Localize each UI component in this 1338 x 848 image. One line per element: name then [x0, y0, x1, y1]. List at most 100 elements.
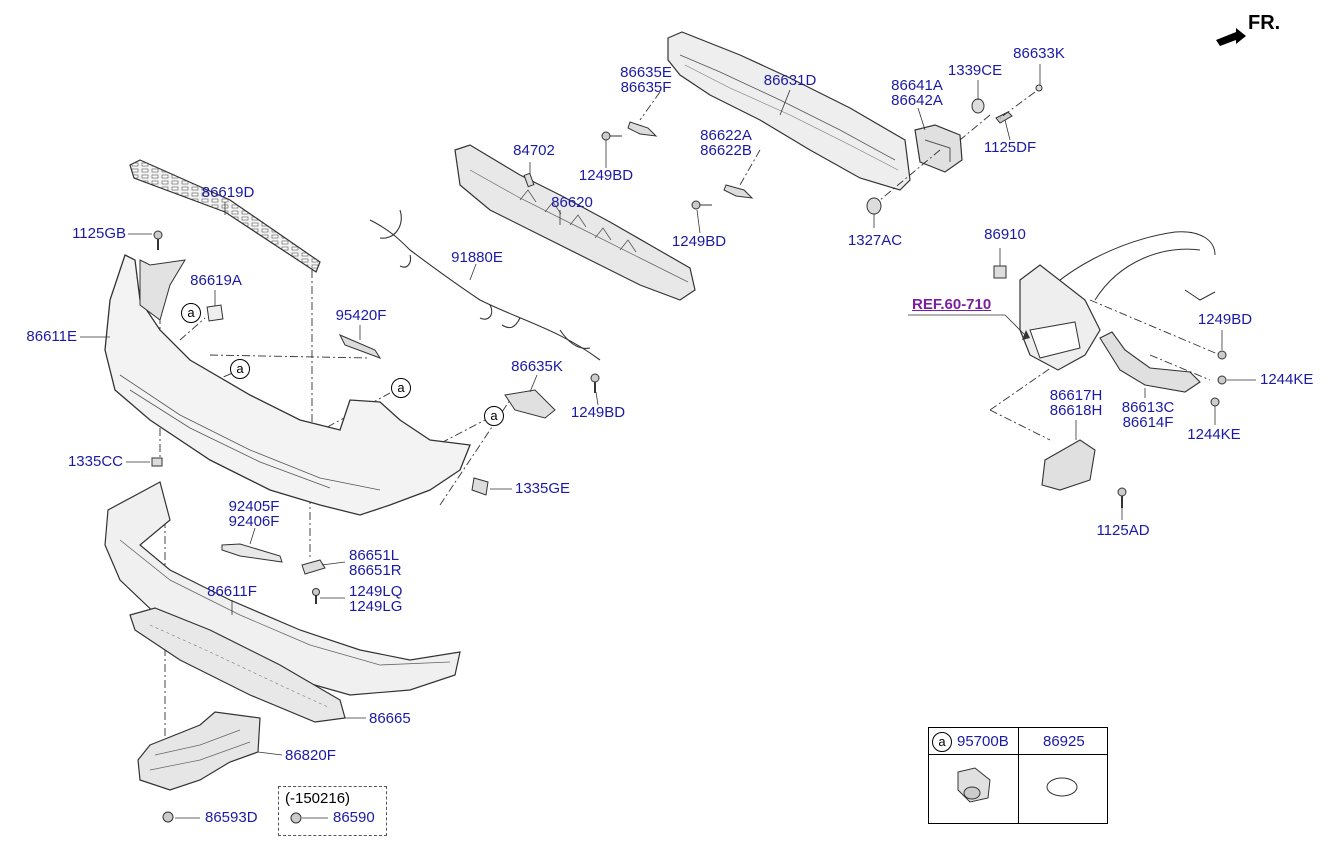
screw-1244KE-lower-icon[interactable] [1210, 397, 1220, 407]
label-86635F[interactable]: 86635F [620, 79, 672, 96]
label-86618H[interactable]: 86618H [1049, 402, 1103, 419]
legend-column-sensor [929, 728, 1019, 823]
label-86642A[interactable]: 86642A [891, 92, 943, 109]
callout-a-2: a [230, 359, 250, 379]
label-86611E[interactable]: 86611E [26, 328, 77, 345]
beam-bracket[interactable] [914, 124, 963, 173]
front-direction-label: FR. [1248, 12, 1281, 34]
label-86820F[interactable]: 86820F [285, 747, 336, 764]
label-1249LQ[interactable]: 1249LQ [349, 583, 403, 600]
label-95420F[interactable]: 95420F [335, 307, 387, 324]
screw-86590-icon[interactable] [290, 812, 302, 824]
label-1244KE-upper[interactable]: 1244KE [1260, 371, 1314, 388]
clip-84702-icon[interactable] [523, 172, 535, 188]
label-86593D[interactable]: 86593D [205, 809, 258, 826]
nut-1339CE-icon[interactable] [971, 98, 985, 114]
label-1125AD[interactable]: 1125AD [1096, 522, 1150, 539]
label-86651R[interactable]: 86651R [349, 562, 402, 579]
label-1249BD-right[interactable]: 1249BD [1197, 311, 1253, 328]
label-86635K[interactable]: 86635K [511, 358, 563, 375]
legend-part-86925[interactable]: 86925 [1043, 733, 1085, 750]
bracket-clip-middle[interactable] [723, 184, 754, 199]
label-86617H[interactable]: 86617H [1049, 387, 1103, 404]
label-86651L[interactable]: 86651L [349, 547, 400, 564]
label-86619D[interactable]: 86619D [201, 184, 255, 201]
label-86910[interactable]: 86910 [984, 226, 1026, 243]
label-86631D[interactable]: 86631D [763, 72, 817, 89]
label-84702[interactable]: 84702 [513, 142, 555, 159]
label-1125GB[interactable]: 1125GB [72, 225, 126, 242]
label-86614F[interactable]: 86614F [1122, 414, 1174, 431]
nut-86633K-icon[interactable] [1035, 84, 1043, 92]
label-86635E[interactable]: 86635E [620, 64, 672, 81]
label-1335GE[interactable]: 1335GE [515, 480, 571, 497]
reference-link[interactable]: REF.60-710 [912, 296, 992, 313]
bumper-step-pad[interactable] [129, 159, 321, 273]
variant-date-label: (-150216) [285, 790, 351, 807]
label-86622A[interactable]: 86622A [700, 127, 752, 144]
bolt-1249LQ-icon[interactable] [312, 588, 320, 605]
callout-a-3: a [391, 378, 411, 398]
sensor-bracket-95420F[interactable] [338, 334, 382, 359]
label-86633K[interactable]: 86633K [1013, 45, 1065, 62]
mud-guard-86613C[interactable] [1099, 331, 1201, 393]
wiring-harness[interactable] [369, 209, 601, 361]
parking-sensor-icon [957, 767, 991, 803]
label-86665[interactable]: 86665 [369, 710, 411, 727]
label-86613C[interactable]: 86613C [1121, 399, 1175, 416]
label-1249BD-side[interactable]: 1249BD [570, 404, 626, 421]
legend-part-95700B[interactable]: 95700B [957, 733, 1009, 750]
variant-box [278, 786, 387, 836]
label-86611F[interactable]: 86611F [207, 583, 257, 600]
label-1249LG[interactable]: 1249LG [349, 598, 403, 615]
screw-86593D-icon[interactable] [162, 811, 174, 823]
bolt-1249BD-right-icon[interactable] [1217, 350, 1227, 360]
legend-header-row [929, 728, 1107, 755]
label-1327AC[interactable]: 1327AC [847, 232, 903, 249]
clip-1335CC-icon[interactable] [151, 457, 163, 467]
energy-absorber[interactable] [454, 144, 696, 301]
bolt-1125AD-icon[interactable] [1117, 487, 1127, 508]
side-bracket-86635K[interactable] [504, 389, 556, 419]
label-91880E[interactable]: 91880E [451, 249, 503, 266]
rear-reflector[interactable] [221, 543, 283, 563]
label-1125DF[interactable]: 1125DF [983, 139, 1037, 156]
under-cover[interactable] [137, 711, 261, 791]
clip-1335GE-icon[interactable] [471, 477, 489, 496]
label-sticker-86619A[interactable] [206, 304, 224, 322]
bolt-1249BD-side-icon[interactable] [590, 373, 600, 393]
bolt-1249BD-upper-icon[interactable] [601, 131, 622, 141]
legend-callout-a: a [932, 732, 952, 752]
quarter-panel-section[interactable] [1019, 264, 1101, 371]
label-86619A[interactable]: 86619A [190, 272, 242, 289]
bracket-clip-upper[interactable] [627, 121, 658, 137]
bolt-1125GB-icon[interactable] [153, 230, 163, 250]
bolt-1249BD-middle-icon[interactable] [691, 200, 712, 210]
label-1335CC[interactable]: 1335CC [67, 453, 123, 470]
sensor-gasket-icon [1046, 777, 1078, 797]
label-1244KE-lower[interactable]: 1244KE [1187, 426, 1241, 443]
label-86620[interactable]: 86620 [551, 194, 593, 211]
bracket-86617H[interactable] [1041, 439, 1096, 491]
rear-bumper-lower-cover[interactable] [104, 481, 461, 696]
label-92405F[interactable]: 92405F [228, 498, 280, 515]
label-1249BD-upper[interactable]: 1249BD [578, 167, 634, 184]
label-1249BD-middle[interactable]: 1249BD [671, 233, 727, 250]
parts-legend-table [928, 727, 1108, 824]
bracket-86651L[interactable] [301, 559, 326, 575]
front-direction-arrow-icon [1216, 28, 1246, 46]
label-86590[interactable]: 86590 [333, 809, 375, 826]
bolt-1125DF-icon[interactable] [995, 111, 1013, 124]
label-1339CE[interactable]: 1339CE [947, 62, 1003, 79]
nut-1327AC-icon[interactable] [866, 197, 882, 215]
rear-bumper-cover[interactable] [104, 254, 471, 516]
label-92406F[interactable]: 92406F [228, 513, 280, 530]
label-86622B[interactable]: 86622B [700, 142, 752, 159]
label-86641A[interactable]: 86641A [891, 77, 943, 94]
callout-a-1: a [181, 303, 201, 323]
callout-a-4: a [484, 406, 504, 426]
clip-86910-icon[interactable] [993, 265, 1007, 279]
screw-1244KE-upper-icon[interactable] [1217, 375, 1227, 385]
rear-bumper-beam[interactable] [667, 31, 911, 191]
